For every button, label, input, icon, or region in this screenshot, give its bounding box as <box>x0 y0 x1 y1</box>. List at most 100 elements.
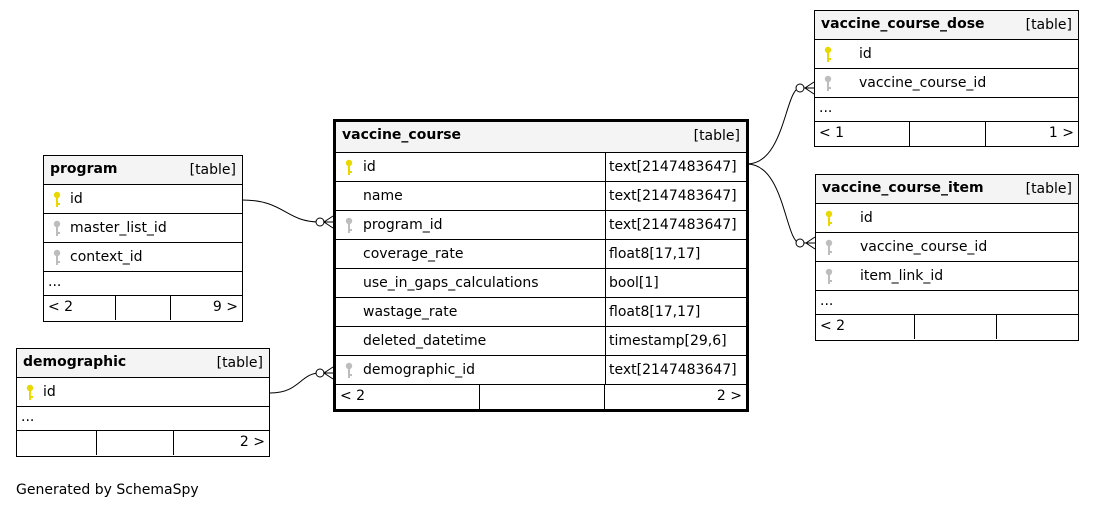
column-row: id <box>816 204 1078 233</box>
column-type: text[2147483647] <box>609 159 737 175</box>
column-name: use_in_gaps_calculations <box>363 275 539 291</box>
more-columns: ... <box>815 98 1078 122</box>
table-name: demographic <box>23 354 127 370</box>
column-type: text[2147483647] <box>609 217 737 233</box>
footer-divider <box>996 315 997 339</box>
table-kind: [table] <box>216 355 263 371</box>
edge-item-crowsfoot <box>805 236 816 250</box>
column-name: item_link_id <box>860 268 944 284</box>
column-name: coverage_rate <box>363 246 464 262</box>
footer-divider <box>604 385 605 409</box>
column-type: float8[17,17] <box>609 246 701 262</box>
column-row: id text[2147483647] <box>336 153 746 182</box>
footer-divider <box>173 431 174 455</box>
footer-divider <box>115 296 116 320</box>
column-type: bool[1] <box>609 275 659 291</box>
column-row: id <box>44 185 242 214</box>
column-type: float8[17,17] <box>609 304 701 320</box>
foreign-key-icon <box>824 268 834 286</box>
edge-vaccine-course-to-item <box>746 163 815 244</box>
column-row: id <box>815 40 1078 69</box>
column-name: vaccine_course_id <box>860 239 988 255</box>
edge-demographic-optional-marker <box>315 368 325 378</box>
cell-divider <box>605 327 606 355</box>
table-footer: 2 > <box>17 431 269 455</box>
column-name: master_list_id <box>70 220 167 236</box>
footer-divider <box>170 296 171 320</box>
column-row: id <box>17 378 269 407</box>
column-name: name <box>363 188 403 204</box>
table-name: vaccine_course_item <box>822 180 984 196</box>
cell-divider <box>605 356 606 384</box>
edge-program-crowsfoot <box>323 215 334 229</box>
table-vaccine-course-item[interactable]: vaccine_course_item [table] id vaccine_c… <box>815 174 1079 341</box>
edge-dose-optional-marker <box>795 83 805 93</box>
column-name: program_id <box>363 217 443 233</box>
cell-divider <box>605 182 606 210</box>
column-row: vaccine_course_id <box>816 233 1078 262</box>
parents-count: < 2 <box>48 299 74 315</box>
ellipsis-text: ... <box>21 409 35 425</box>
edge-dose-crowsfoot <box>804 81 815 95</box>
more-columns: ... <box>17 407 269 431</box>
parents-count: < 2 <box>340 388 366 404</box>
table-name: vaccine_course_dose <box>821 16 985 32</box>
column-name: id <box>70 191 83 207</box>
parents-count: < 1 <box>819 125 845 141</box>
primary-key-icon <box>344 159 354 177</box>
ellipsis-text: ... <box>820 293 834 309</box>
ellipsis-text: ... <box>48 274 62 290</box>
column-name: id <box>859 46 872 62</box>
primary-key-icon <box>823 46 833 64</box>
table-header: vaccine_course_item [table] <box>816 175 1078 204</box>
column-row: deleted_datetime timestamp[29,6] <box>336 327 746 356</box>
table-header: demographic [table] <box>17 349 269 378</box>
table-footer: < 2 2 > <box>336 385 746 409</box>
primary-key-icon <box>25 384 35 402</box>
cell-divider <box>605 298 606 326</box>
table-kind: [table] <box>693 128 740 144</box>
cell-divider <box>605 211 606 239</box>
column-row: master_list_id <box>44 214 242 243</box>
cell-divider <box>605 269 606 297</box>
column-name: vaccine_course_id <box>859 75 987 91</box>
foreign-key-icon <box>824 239 834 257</box>
footer-divider <box>479 385 480 409</box>
footer-divider <box>909 122 910 146</box>
primary-key-icon <box>824 210 834 228</box>
column-row: use_in_gaps_calculations bool[1] <box>336 269 746 298</box>
foreign-key-icon <box>823 75 833 93</box>
column-row: wastage_rate float8[17,17] <box>336 298 746 327</box>
footer-divider <box>96 431 97 455</box>
table-kind: [table] <box>1025 17 1072 33</box>
edge-program-optional-marker <box>315 217 325 227</box>
table-kind: [table] <box>189 162 236 178</box>
children-count: 9 > <box>212 299 238 315</box>
table-header: vaccine_course_dose [table] <box>815 11 1078 40</box>
column-row: coverage_rate float8[17,17] <box>336 240 746 269</box>
edge-item-optional-marker <box>795 238 805 248</box>
column-name: id <box>363 159 376 175</box>
parents-count: < 2 <box>820 318 846 334</box>
table-demographic[interactable]: demographic [table] id ... 2 > <box>16 348 270 457</box>
more-columns: ... <box>44 272 242 296</box>
cell-divider <box>605 240 606 268</box>
foreign-key-icon <box>52 220 62 238</box>
table-vaccine-course-dose[interactable]: vaccine_course_dose [table] id vaccine_c… <box>814 10 1079 147</box>
table-footer: < 2 <box>816 315 1078 339</box>
ellipsis-text: ... <box>819 100 833 116</box>
footer-divider <box>914 315 915 339</box>
table-name: program <box>50 161 118 177</box>
column-name: deleted_datetime <box>363 333 487 349</box>
column-name: id <box>860 210 873 226</box>
column-name: wastage_rate <box>363 304 458 320</box>
column-row: item_link_id <box>816 262 1078 291</box>
table-program[interactable]: program [table] id master_list_id contex… <box>43 155 243 322</box>
table-vaccine-course[interactable]: vaccine_course [table] id text[214748364… <box>333 119 749 412</box>
more-columns: ... <box>816 291 1078 315</box>
column-type: text[2147483647] <box>609 362 737 378</box>
children-count: 2 > <box>716 388 742 404</box>
children-count: 2 > <box>239 434 265 450</box>
column-type: timestamp[29,6] <box>609 333 727 349</box>
